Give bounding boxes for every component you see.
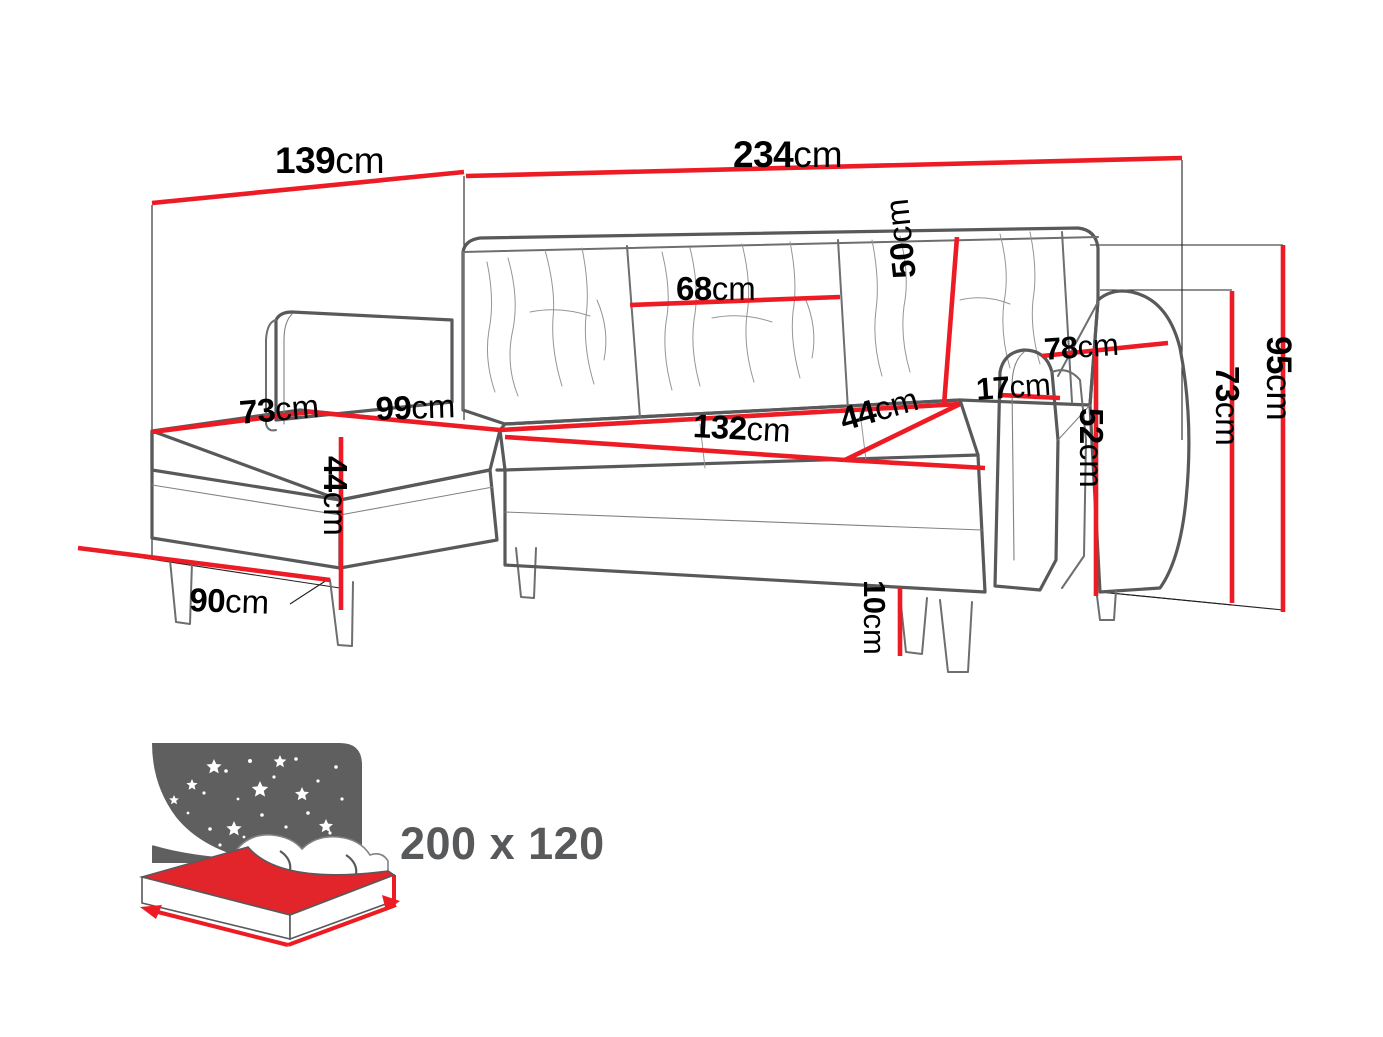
label-50cm: 50cm <box>877 197 923 281</box>
label-234-unit: cm <box>793 134 843 175</box>
mattress-dimension-arrows <box>140 875 400 947</box>
label-234cm: 234cm <box>733 136 843 173</box>
label-44cm-height: 44cm <box>317 456 354 536</box>
label-50-value: 50 <box>882 240 923 281</box>
dimline-78 <box>1041 340 1169 359</box>
dimline-seat-top <box>499 401 961 433</box>
right-armrest <box>993 289 1191 621</box>
dimline-68 <box>629 294 841 308</box>
label-132cm: 132cm <box>692 407 792 450</box>
dimline-seat-front <box>844 457 986 471</box>
label-234-value: 234 <box>733 134 794 175</box>
label-73height-value: 73 <box>1209 366 1246 402</box>
label-68-value: 68 <box>676 270 712 307</box>
label-132-value: 132 <box>692 407 748 447</box>
label-10-unit: cm <box>857 613 892 655</box>
label-99-value: 99 <box>374 388 412 427</box>
bed-night-sleep-icon <box>138 743 400 947</box>
label-68cm: 68cm <box>676 272 756 305</box>
dimline-73-depth <box>151 409 311 435</box>
label-73height-unit: cm <box>1209 401 1246 446</box>
label-50-unit: cm <box>877 197 920 245</box>
label-10-value: 10 <box>857 580 892 614</box>
label-139-value: 139 <box>275 140 336 181</box>
label-99-unit: cm <box>410 387 456 426</box>
label-17cm: 17cm <box>974 366 1052 407</box>
label-90-value: 90 <box>188 581 226 620</box>
dimline-90 <box>77 545 331 583</box>
dimline-132 <box>504 434 846 463</box>
label-139-unit: cm <box>335 140 385 181</box>
label-78-unit: cm <box>1076 326 1120 365</box>
label-95-unit: cm <box>1259 373 1298 421</box>
label-73depth-unit: cm <box>273 387 321 428</box>
sleeping-area-size-label: 200 x 120 <box>400 818 605 869</box>
label-78-value: 78 <box>1042 329 1079 367</box>
dimline-17 <box>999 392 1061 401</box>
label-52-unit: cm <box>1073 443 1110 488</box>
star-field <box>164 755 354 858</box>
label-78cm: 78cm <box>1042 326 1120 367</box>
label-132-unit: cm <box>745 409 792 450</box>
label-95-value: 95 <box>1259 336 1298 374</box>
seat-section <box>495 398 987 673</box>
label-17-unit: cm <box>1008 366 1052 405</box>
label-44height-value: 44 <box>317 456 354 492</box>
label-52cm: 52cm <box>1073 408 1110 488</box>
dimension-lines <box>77 155 1286 656</box>
label-90cm: 90cm <box>188 581 270 621</box>
dimline-44-depth <box>843 401 962 463</box>
dimline-139 <box>151 169 465 206</box>
label-52-value: 52 <box>1073 408 1110 444</box>
label-73cm-height: 73cm <box>1209 366 1246 446</box>
label-90-unit: cm <box>224 582 270 621</box>
label-139cm: 139cm <box>275 142 385 179</box>
extension-lines <box>77 160 1284 611</box>
dimline-99 <box>309 409 501 433</box>
label-95cm: 95cm <box>1259 336 1298 421</box>
label-73depth-value: 73 <box>237 390 277 431</box>
label-17-value: 17 <box>974 369 1011 407</box>
label-10cm: 10cm <box>857 580 892 655</box>
label-73cm-depth: 73cm <box>237 387 321 431</box>
label-68-unit: cm <box>711 270 756 307</box>
dimline-234 <box>465 155 1183 179</box>
label-99cm: 99cm <box>374 387 456 427</box>
label-44height-unit: cm <box>317 491 354 536</box>
dimline-50 <box>941 236 960 406</box>
